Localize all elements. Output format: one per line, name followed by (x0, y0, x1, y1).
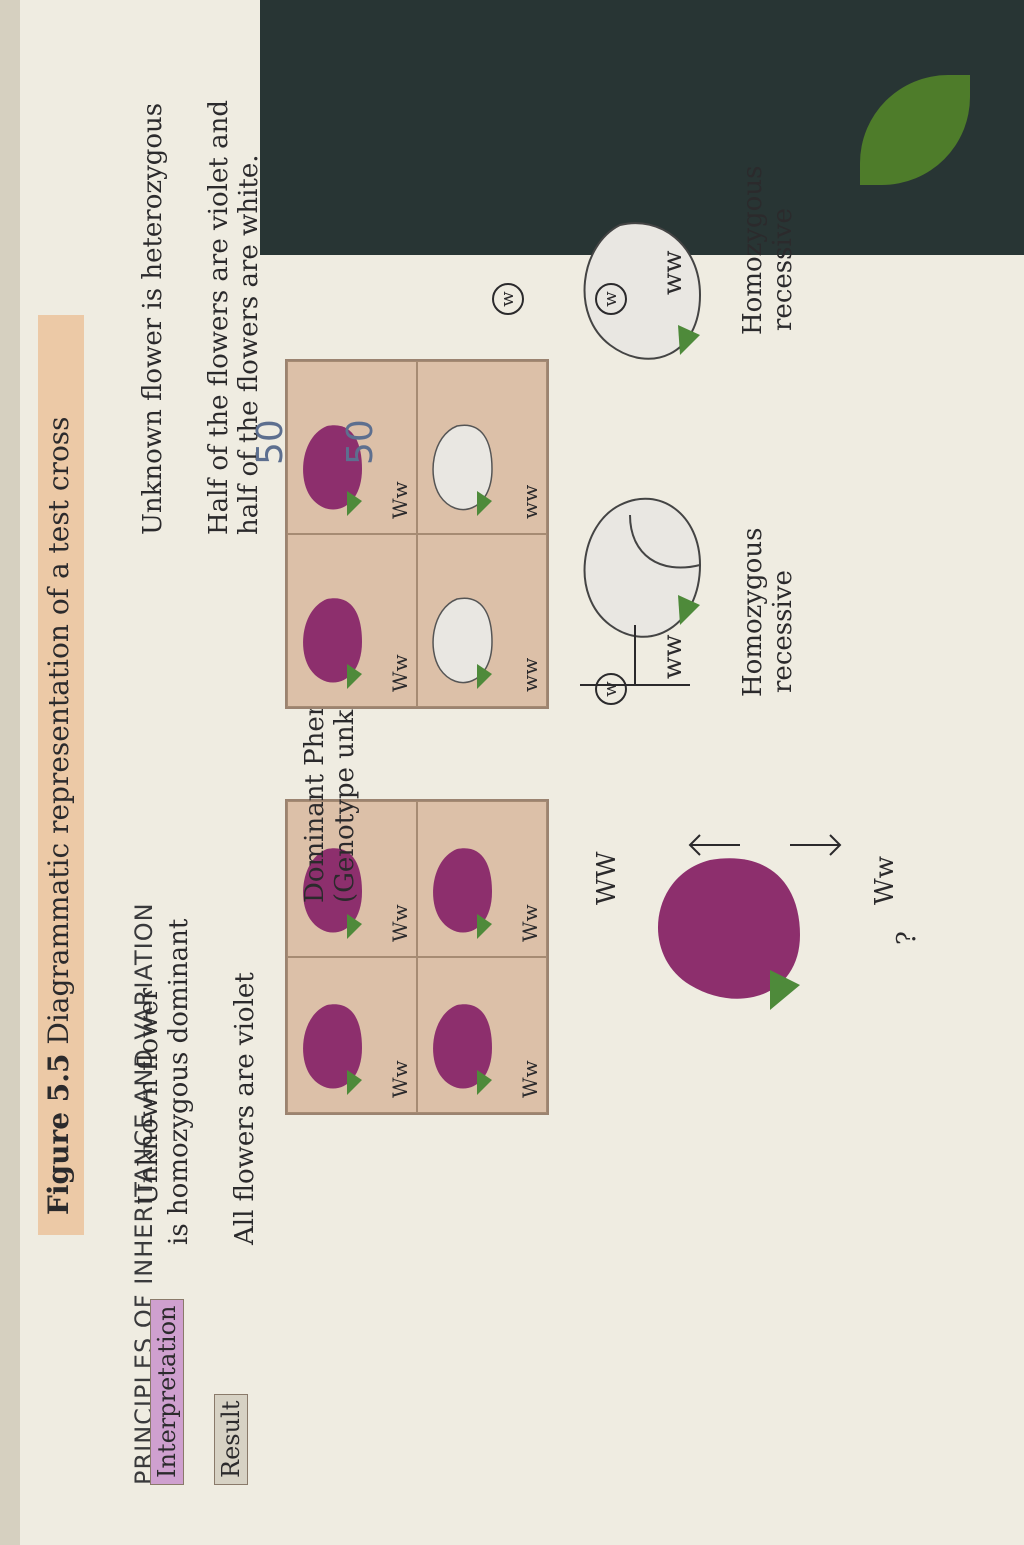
left-cell-3: Ww (417, 957, 547, 1113)
left-cell-1: Ww (287, 957, 417, 1113)
right-cell-2-genotype: Ww (388, 481, 412, 519)
left-punnett-square: Ww Ww Ww Ww (285, 799, 549, 1115)
left-parent-flower-white (583, 497, 702, 638)
interpretation-left-text: Unknown flower is homozygous dominant (134, 918, 194, 1245)
result-tag: Result (214, 1393, 248, 1485)
white-flower-icon (432, 424, 493, 516)
violet-flower-icon (303, 848, 362, 939)
right-parent-flower-white (583, 222, 702, 360)
center-arrows (688, 834, 842, 856)
center-left-genotype: WW (592, 851, 622, 905)
right-cell-3: ww (417, 534, 547, 707)
right-cell-2: Ww (287, 361, 417, 534)
left-cell-3-genotype: Ww (518, 1060, 542, 1098)
violet-flower-icon (433, 848, 492, 939)
result-right-text: Half of the flowers are violet and half … (204, 100, 264, 535)
figure-caption: Figure 5.5 Diagrammatic representation o… (42, 416, 75, 1215)
right-cell-1: Ww (287, 534, 417, 707)
white-flower-icon (432, 597, 493, 689)
right-parent-genotype: ww (658, 250, 688, 295)
left-cell-4: Ww (417, 801, 547, 957)
violet-flower-icon (303, 1004, 362, 1095)
violet-flower-icon (433, 1004, 492, 1095)
violet-flower-icon (303, 598, 362, 689)
center-right-genotype: Ww (870, 856, 900, 905)
left-bracket-top (580, 625, 690, 686)
left-gamete-top-1: w (595, 673, 627, 705)
interpretation-right-text: Unknown flower is heterozygous (138, 102, 168, 535)
right-cell-1-genotype: Ww (388, 654, 412, 692)
right-parent-label: Homozygous recessive (738, 165, 798, 335)
left-cell-2: Ww (287, 801, 417, 957)
right-cell-3-genotype: ww (518, 657, 542, 692)
center-question-mark: ? (892, 931, 922, 945)
right-gamete-top-2: w (492, 283, 524, 315)
left-cell-4-genotype: Ww (518, 904, 542, 942)
center-flower-violet (658, 858, 800, 1010)
annotation-2: 50 (250, 419, 291, 465)
right-cell-4: ww (417, 361, 547, 534)
left-cell-1-genotype: Ww (388, 1060, 412, 1098)
left-cell-2-genotype: Ww (388, 904, 412, 942)
annotation-1: 50 (340, 419, 381, 465)
right-gamete-top-1: w (595, 283, 627, 315)
result-left-text: All flowers are violet (230, 972, 260, 1245)
violet-flower-icon (303, 425, 362, 516)
interpretation-tag: Interpretation (150, 1298, 184, 1485)
right-cell-4-genotype: ww (518, 484, 542, 519)
binding-strip (0, 0, 20, 1545)
right-punnett-square: Ww Ww ww ww (285, 359, 549, 709)
left-parent-label: Homozygous recessive (738, 527, 798, 697)
